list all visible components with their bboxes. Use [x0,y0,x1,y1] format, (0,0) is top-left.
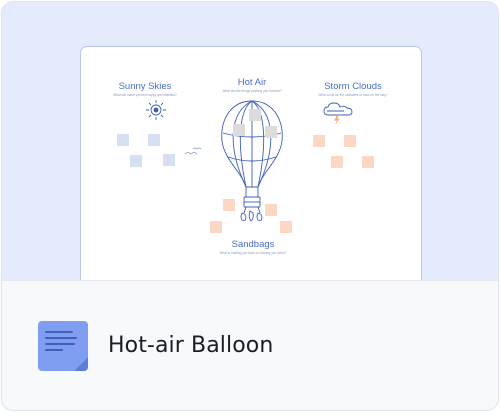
sticky-note [344,135,356,147]
sticky-note [210,221,222,233]
sticky-note [117,134,129,146]
column-title-sandbags: Sandbags [231,239,275,250]
sticky-note [331,156,343,168]
sticky-note [265,126,277,138]
column-title-sunny-skies: Sunny Skies [118,81,172,92]
sticky-note [313,135,325,147]
whiteboard-preview: Sunny Skies What will make you feel happ… [80,46,422,294]
column-subtitle-storm-clouds: What could be the obstacles or risks on … [318,93,388,97]
column-title-storm-clouds: Storm Clouds [324,81,382,92]
sticky-note [233,124,245,136]
template-footer: Hot-air Balloon [2,280,498,410]
template-preview: Sunny Skies What will make you feel happ… [2,2,498,294]
storm-cloud-icon [323,102,353,125]
sticky-note [163,154,175,166]
sticky-note [130,155,142,167]
column-subtitle-sandbags: What is holding you back or slowing you … [219,251,287,255]
sticky-note [249,109,261,121]
template-title: Hot-air Balloon [108,333,274,358]
sun-icon [146,100,166,120]
column-title-hot-air: Hot Air [237,77,267,88]
sticky-note [223,199,235,211]
column-subtitle-hot-air: What are the things pushing you forward? [222,89,282,93]
sticky-note [280,221,292,233]
sticky-note [148,134,160,146]
sticky-note [362,156,374,168]
sticky-note [265,204,277,216]
birds-icon [184,147,202,155]
column-subtitle-sunny-skies: What will make you feel happy and satisf… [113,93,177,97]
sticky-note-icon [38,321,88,371]
